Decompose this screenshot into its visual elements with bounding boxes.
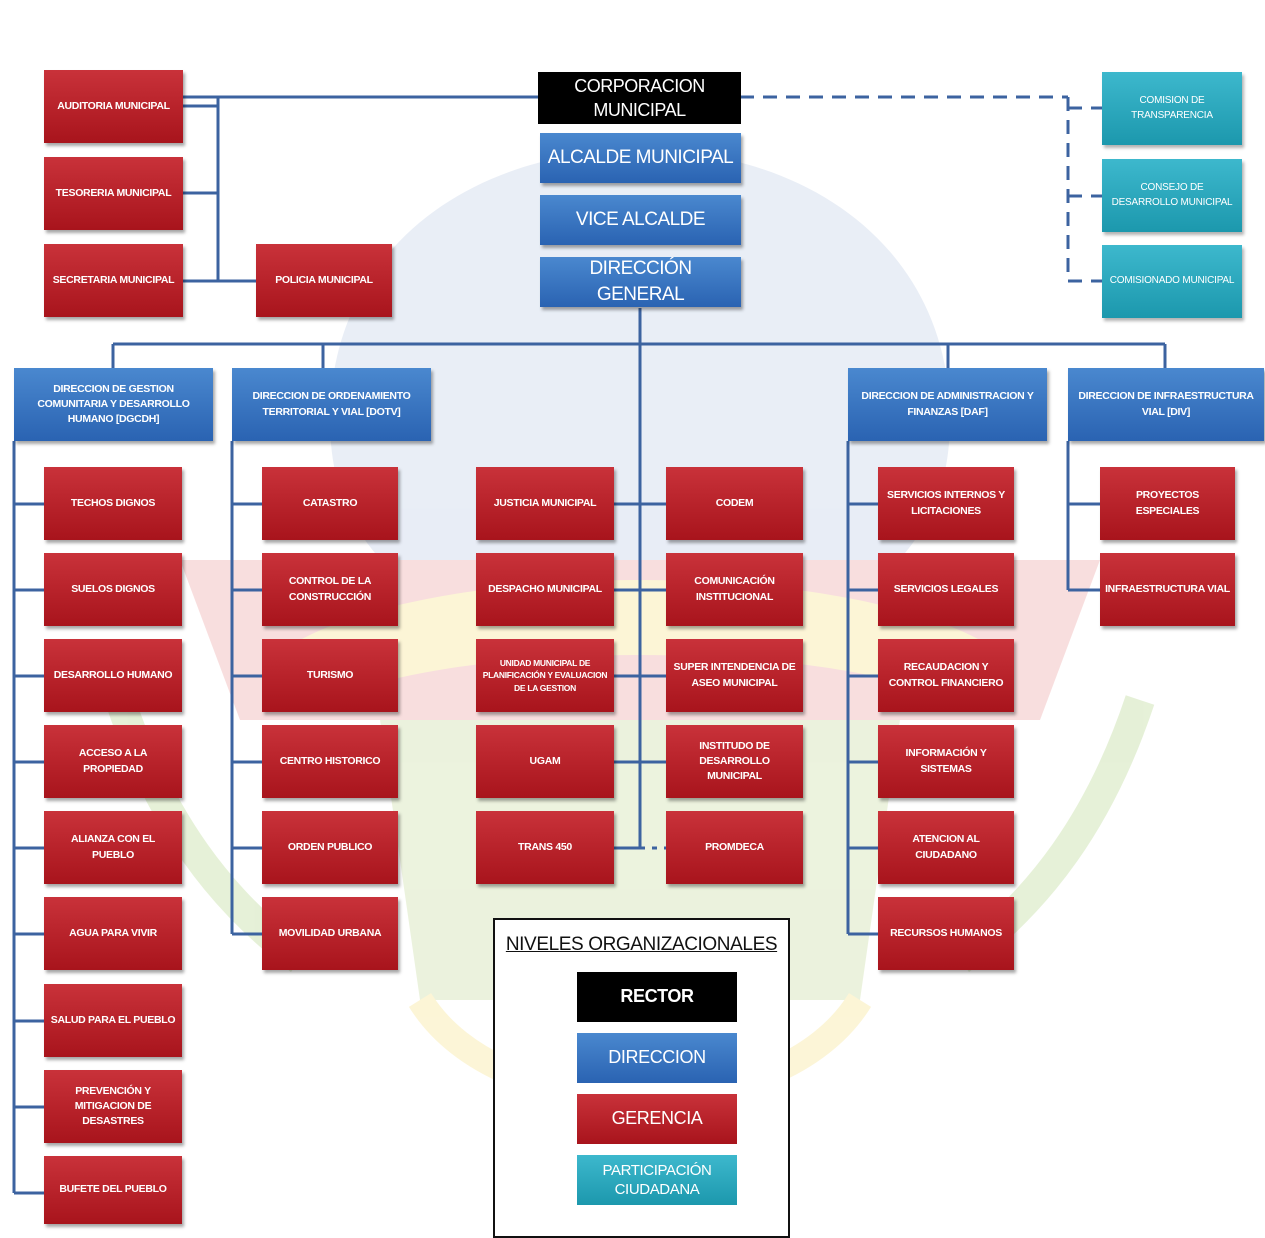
direccion-dgcdh-box: DIRECCION DE GESTION COMUNITARIA Y DESAR… <box>14 368 213 441</box>
center-left-item: UGAM <box>476 725 614 798</box>
legend-title: NIVELES ORGANIZACIONALES <box>505 934 778 955</box>
daf-item: INFORMACIÓN Y SISTEMAS <box>878 725 1014 798</box>
daf-item: SERVICIOS LEGALES <box>878 553 1014 626</box>
tesoreria-municipal-box: TESORERIA MUNICIPAL <box>44 157 183 230</box>
corporacion-municipal-box: CORPORACION MUNICIPAL <box>538 72 741 124</box>
dotv-item: TURISMO <box>262 639 398 712</box>
dgcdh-item: AGUA PARA VIVIR <box>44 897 182 970</box>
direccion-daf-box: DIRECCION DE ADMINISTRACION Y FINANZAS [… <box>848 368 1047 441</box>
daf-item: RECAUDACION Y CONTROL FINANCIERO <box>878 639 1014 712</box>
dotv-item: CENTRO HISTORICO <box>262 725 398 798</box>
daf-item: ATENCION AL CIUDADANO <box>878 811 1014 884</box>
secretaria-municipal-box: SECRETARIA MUNICIPAL <box>44 244 183 317</box>
daf-item: SERVICIOS INTERNOS Y LICITACIONES <box>878 467 1014 540</box>
dgcdh-item: SUELOS DIGNOS <box>44 553 182 626</box>
legend-direccion: DIRECCION <box>577 1033 737 1083</box>
comisionado-municipal-box: COMISIONADO MUNICIPAL <box>1102 245 1242 318</box>
center-right-item: CODEM <box>666 467 803 540</box>
center-right-item: SUPER INTENDENCIA DE ASEO MUNICIPAL <box>666 639 803 712</box>
legend-gerencia: GERENCIA <box>577 1094 737 1144</box>
center-right-item: PROMDECA <box>666 811 803 884</box>
center-left-item: JUSTICIA MUNICIPAL <box>476 467 614 540</box>
daf-item: RECURSOS HUMANOS <box>878 897 1014 970</box>
legend-participacion: PARTICIPACIÓN CIUDADANA <box>577 1155 737 1205</box>
center-left-item: DESPACHO MUNICIPAL <box>476 553 614 626</box>
dgcdh-item: PREVENCIÓN Y MITIGACION DE DESASTRES <box>44 1070 182 1143</box>
div-item: INFRAESTRUCTURA VIAL <box>1100 553 1235 626</box>
alcalde-municipal-box: ALCALDE MUNICIPAL <box>540 133 741 183</box>
center-right-item: COMUNICACIÓN INSTITUCIONAL <box>666 553 803 626</box>
center-right-item: INSTITUDO DE DESARROLLO MUNICIPAL <box>666 725 803 798</box>
direccion-general-box: DIRECCIÓN GENERAL <box>540 257 741 307</box>
comision-transparencia-box: COMISION DE TRANSPARENCIA <box>1102 72 1242 145</box>
center-left-item: UNIDAD MUNICIPAL DE PLANIFICACIÓN Y EVAL… <box>476 639 614 712</box>
consejo-desarrollo-box: CONSEJO DE DESARROLLO MUNICIPAL <box>1102 159 1242 232</box>
auditoria-municipal-box: AUDITORIA MUNICIPAL <box>44 70 183 143</box>
dgcdh-item: ACCESO A LA PROPIEDAD <box>44 725 182 798</box>
dgcdh-item: TECHOS DIGNOS <box>44 467 182 540</box>
dgcdh-item: SALUD PARA EL PUEBLO <box>44 984 182 1057</box>
dotv-item: CATASTRO <box>262 467 398 540</box>
policia-municipal-box: POLICIA MUNICIPAL <box>256 244 392 317</box>
vice-alcalde-box: VICE ALCALDE <box>540 195 741 245</box>
dgcdh-item: ALIANZA CON EL PUEBLO <box>44 811 182 884</box>
dotv-item: CONTROL DE LA CONSTRUCCIÓN <box>262 553 398 626</box>
dotv-item: MOVILIDAD URBANA <box>262 897 398 970</box>
div-item: PROYECTOS ESPECIALES <box>1100 467 1235 540</box>
direccion-div-box: DIRECCION DE INFRAESTRUCTURA VIAL [DIV] <box>1068 368 1264 441</box>
legend-rector: RECTOR <box>577 972 737 1022</box>
dgcdh-item: DESARROLLO HUMANO <box>44 639 182 712</box>
legend-panel: NIVELES ORGANIZACIONALES RECTOR DIRECCIO… <box>493 918 790 1238</box>
center-left-item: TRANS 450 <box>476 811 614 884</box>
dotv-item: ORDEN PUBLICO <box>262 811 398 884</box>
direccion-dotv-box: DIRECCION DE ORDENAMIENTO TERRITORIAL Y … <box>232 368 431 441</box>
dgcdh-item: BUFETE DEL PUEBLO <box>44 1156 182 1224</box>
